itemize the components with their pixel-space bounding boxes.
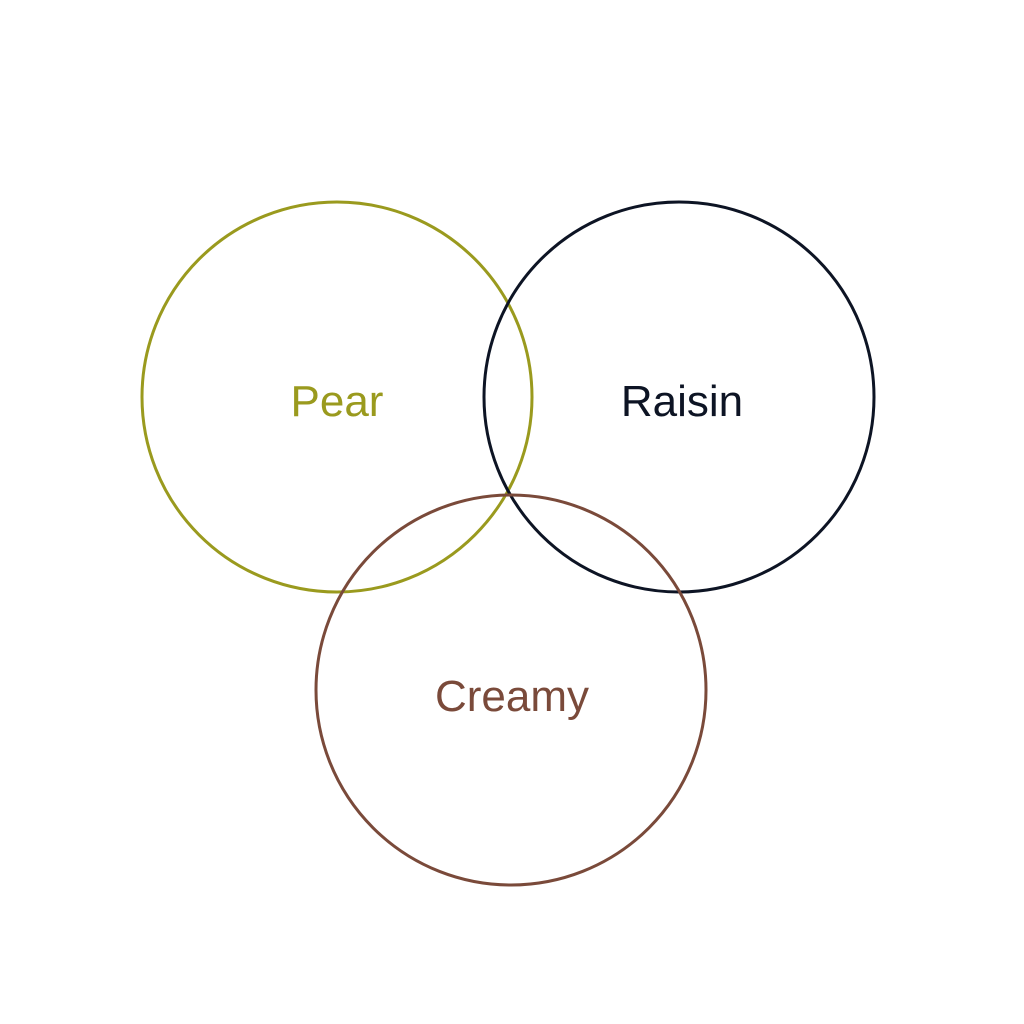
set-label-creamy: Creamy <box>435 672 589 721</box>
set-circle-creamy <box>314 493 708 887</box>
set-circle-pear <box>140 200 534 594</box>
set-label-raisin: Raisin <box>621 377 743 426</box>
set-label-pear: Pear <box>291 377 384 426</box>
